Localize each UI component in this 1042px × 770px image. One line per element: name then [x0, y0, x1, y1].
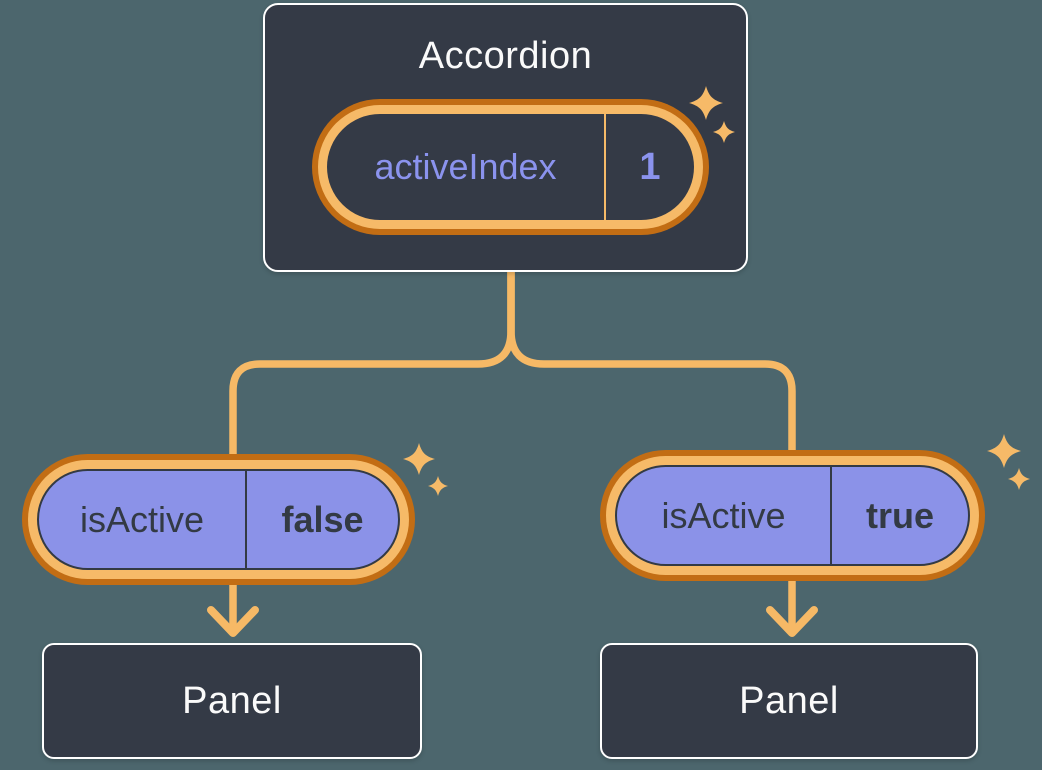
accordion-node: Accordion activeIndex 1: [263, 3, 748, 272]
branch-line-right: [507, 266, 796, 630]
prop-pill-ring: isActive true: [606, 456, 979, 575]
prop-pill-isactive-true: isActive true: [600, 450, 985, 581]
prop-value-label: true: [865, 494, 934, 536]
prop-key-label: isActive: [617, 467, 832, 564]
panel-node-left: Panel: [42, 643, 422, 759]
prop-pill-core: isActive true: [615, 465, 970, 566]
sparkle-icon: [689, 86, 735, 143]
prop-key-label: isActive: [39, 471, 247, 568]
prop-pill-core: isActive false: [37, 469, 400, 570]
prop-pill-ring: isActive false: [28, 460, 409, 579]
sparkle-icon: [987, 434, 1030, 490]
arrow-down-icon: [766, 606, 818, 637]
state-pill-core: activeIndex 1: [327, 114, 694, 220]
accordion-node-title: Accordion: [418, 35, 593, 77]
panel-node-title: Panel: [739, 679, 839, 722]
arrow-down-icon: [207, 606, 259, 637]
state-key-label: activeIndex: [327, 114, 606, 220]
panel-node-right: Panel: [600, 643, 978, 759]
state-pill-ring: activeIndex 1: [318, 105, 703, 229]
prop-pill-isactive-false: isActive false: [22, 454, 415, 585]
panel-node-title: Panel: [182, 679, 282, 722]
state-pill-activeindex: activeIndex 1: [312, 99, 709, 235]
sparkle-icon: [403, 443, 448, 496]
state-value-label: 1: [639, 145, 661, 188]
prop-value-label: false: [281, 498, 364, 540]
